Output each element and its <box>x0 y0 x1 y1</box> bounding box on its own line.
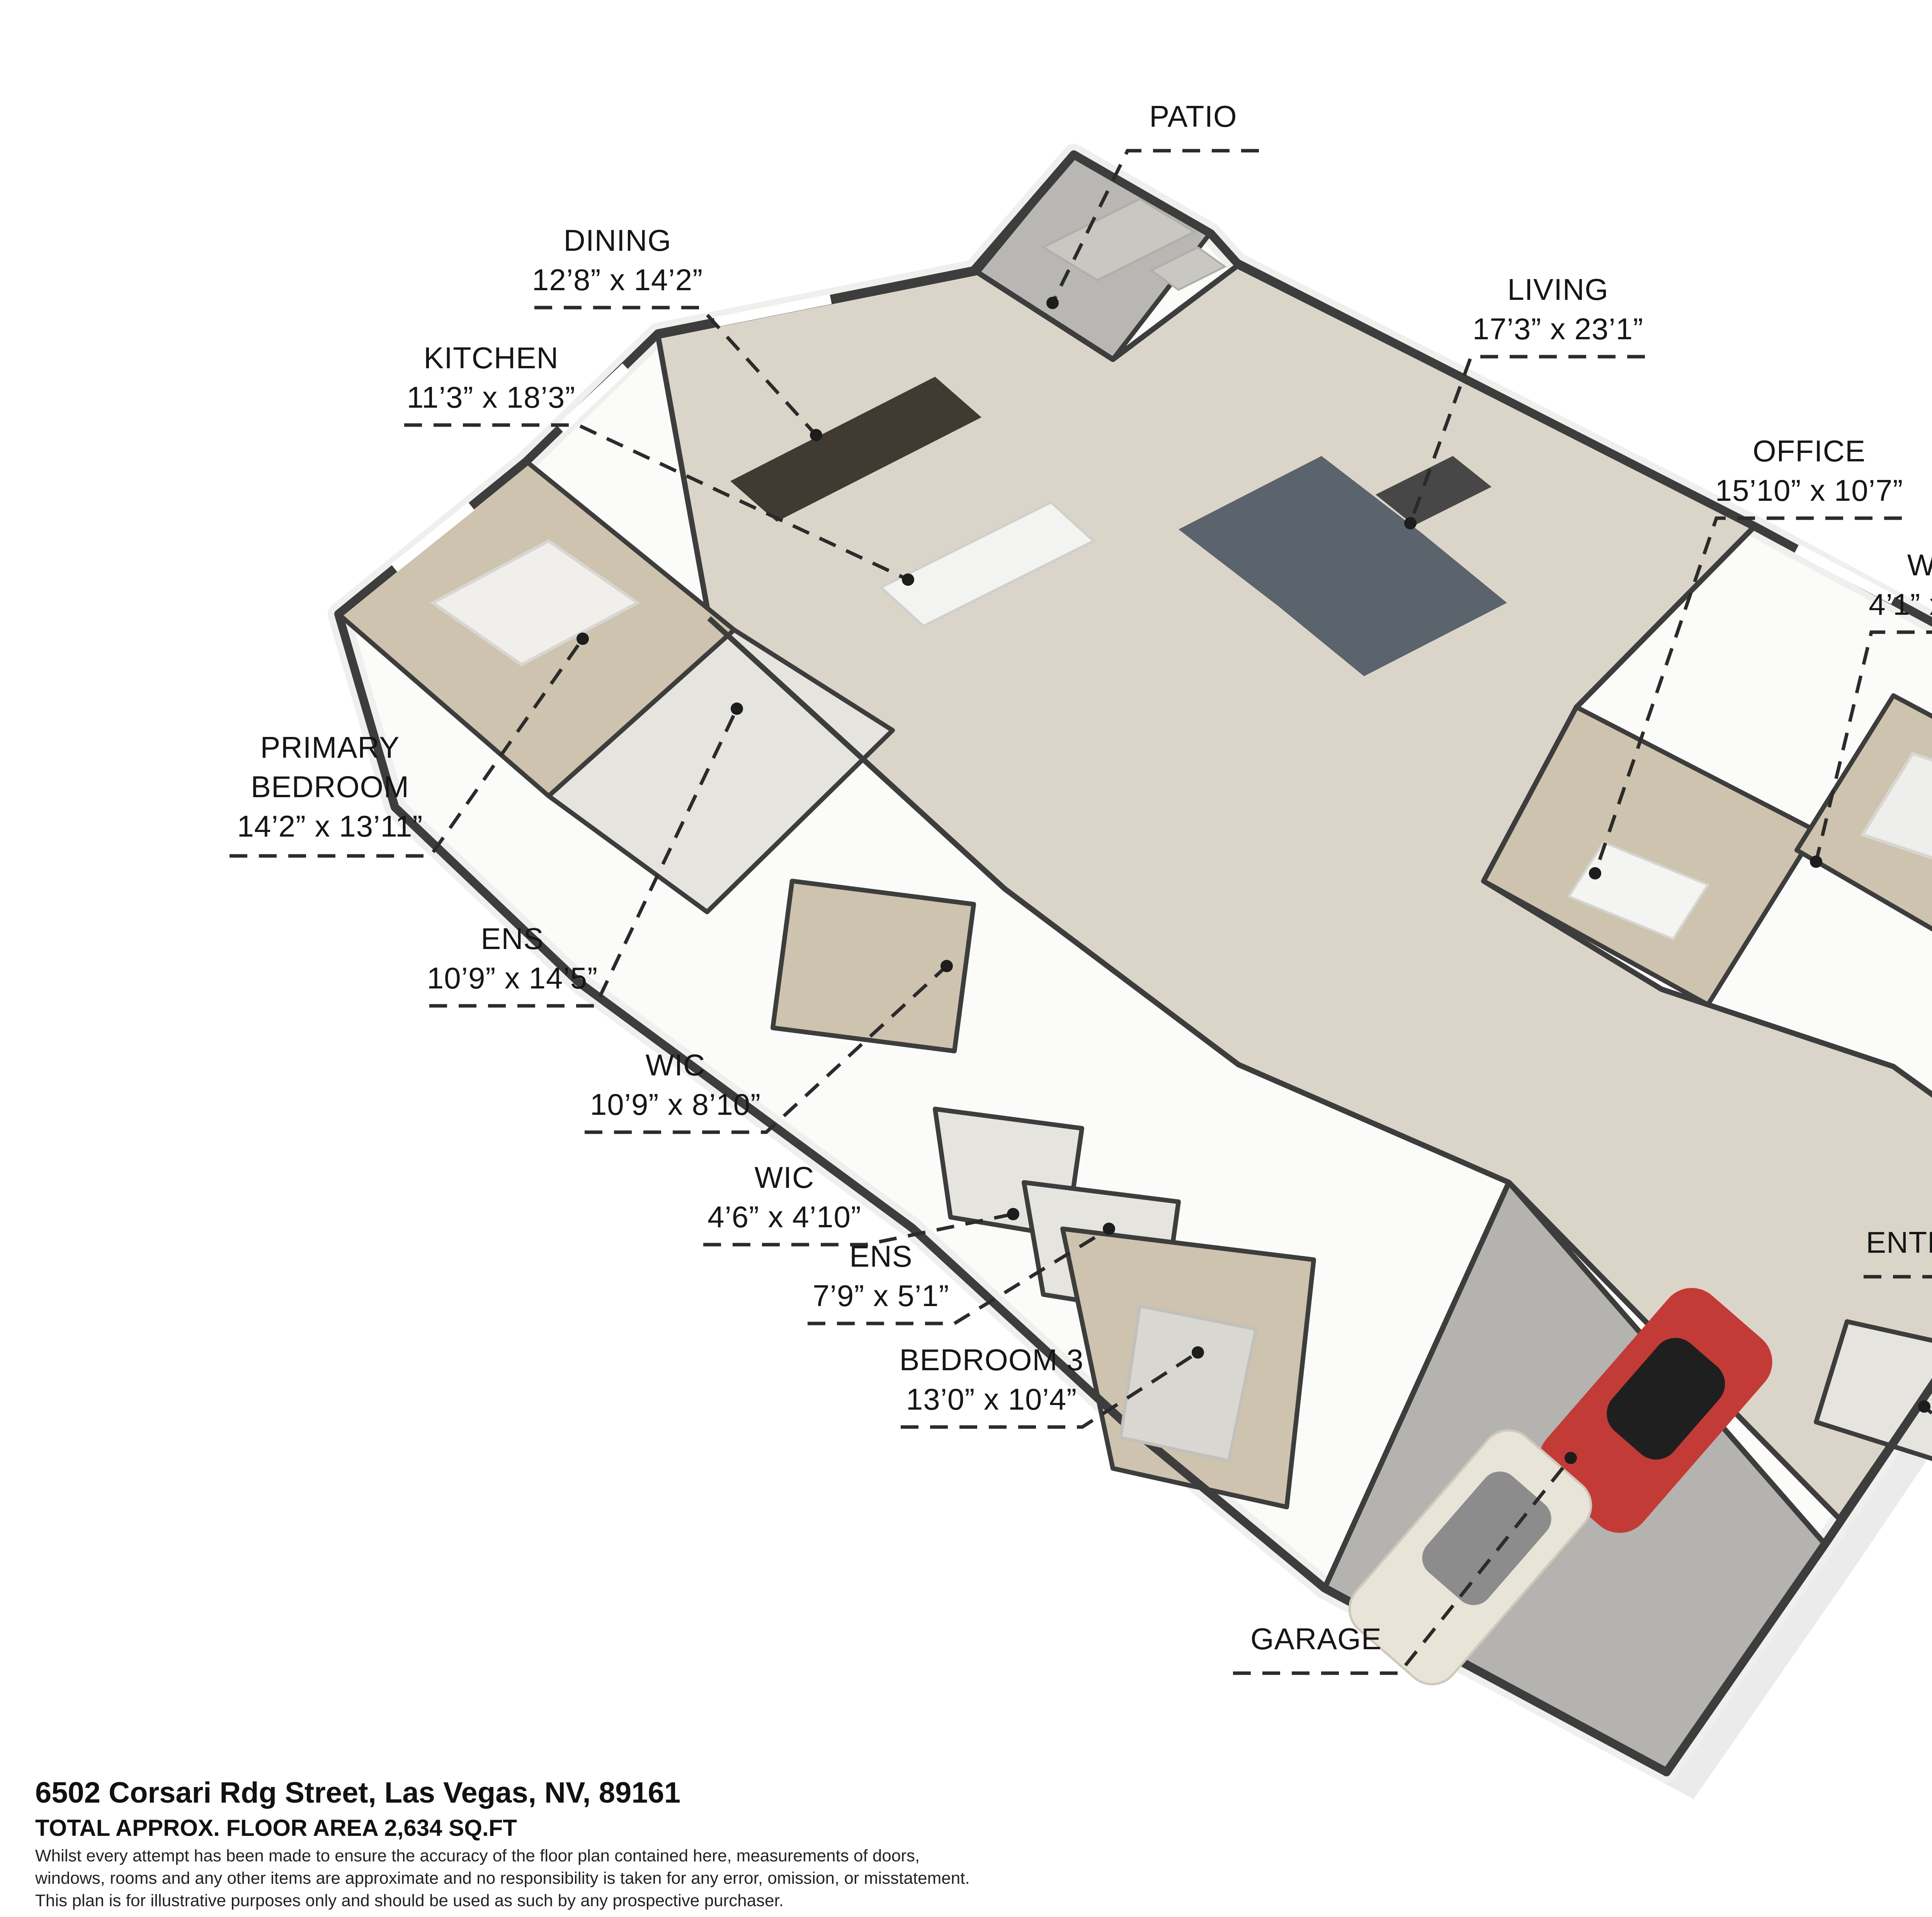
bedroom4-bed <box>1860 752 1932 860</box>
property-address: 6502 Corsari Rdg Street, Las Vegas, NV, … <box>35 1776 681 1809</box>
room-name: WIC <box>645 1048 706 1082</box>
bedroom4-floor <box>1794 693 1932 932</box>
room-label-office: OFFICE 15’10” x 10’7” <box>1715 431 1903 510</box>
room-label-garage: GARAGE <box>1250 1619 1382 1658</box>
window-kitchen <box>557 363 629 433</box>
room-dims: 14’2” x 13’11” <box>237 809 423 843</box>
patio-armchair <box>1150 246 1227 291</box>
room-label-ens-primary: ENS 10’9” x 14’5” <box>427 919 598 998</box>
patio-sofa <box>1041 198 1196 281</box>
room-dims: 13’0” x 10’4” <box>906 1382 1077 1416</box>
room-dims: 10’9” x 8’10” <box>590 1087 761 1121</box>
sectional-sofa-return <box>1279 533 1507 676</box>
footer-block: 6502 Corsari Rdg Street, Las Vegas, NV, … <box>35 1774 970 1912</box>
room-label-primary-bedroom: PRIMARY BEDROOM 14’2” x 13’11” <box>202 728 457 846</box>
hall-wall <box>707 616 1510 1185</box>
room-name: PRIMARY BEDROOM <box>250 730 410 804</box>
room-name: DINING <box>563 223 672 257</box>
leader-entry <box>1864 1275 1932 1279</box>
room-name: ENS <box>849 1239 913 1273</box>
room-name: OFFICE <box>1752 434 1866 468</box>
room-dims: 10’9” x 14’5” <box>427 961 598 995</box>
leader-primary <box>230 638 584 858</box>
room-dims: 17’3” x 23’1” <box>1472 312 1644 346</box>
disclaimer-line-2: windows, rooms and any other items are a… <box>35 1869 970 1888</box>
room-name: WIC <box>754 1160 815 1194</box>
primary-bed <box>430 539 641 667</box>
room-name: ENTRY <box>1866 1225 1932 1259</box>
outer-wall-cap <box>334 150 1932 1776</box>
room-label-dining: DINING 12’8” x 14’2” <box>532 221 703 299</box>
coffee-table <box>1376 456 1492 526</box>
room-name: ENS <box>481 922 544 956</box>
room-name: PATIO <box>1149 99 1237 133</box>
leader-dots <box>577 297 1930 1464</box>
room-dims: 15’10” x 10’7” <box>1715 473 1903 507</box>
leader-ens2 <box>808 1227 1110 1325</box>
sectional-sofa <box>1179 456 1422 607</box>
office-wall <box>1575 524 1757 709</box>
primary-ensuite-floor <box>546 628 895 914</box>
room-label-living: LIVING 17’3” x 23’1” <box>1473 270 1643 349</box>
kitchen-island <box>879 501 1096 628</box>
room-dims: 7’9” x 5’1” <box>813 1279 949 1313</box>
leader-wic-office <box>1814 630 1932 862</box>
leader-kitchen <box>404 423 909 582</box>
leader-dining <box>534 306 818 437</box>
room-dims: 4’1” x 5’8” <box>1869 587 1932 621</box>
disclaimer-line-1: Whilst every attempt has been made to en… <box>35 1846 920 1865</box>
leader-patio <box>1051 149 1259 304</box>
room-name: LIVING <box>1507 272 1609 306</box>
room-dims: 11’3” x 18’3” <box>406 380 576 414</box>
total-floor-area: TOTAL APPROX. FLOOR AREA 2,634 SQ.FT <box>35 1815 517 1841</box>
disclaimer-line-3: This plan is for illustrative purposes o… <box>35 1891 784 1910</box>
room-label-entry: ENTRY <box>1866 1223 1932 1262</box>
window-primary <box>391 502 475 572</box>
window-office <box>1794 544 1896 604</box>
cream-car <box>1348 1429 1592 1686</box>
leader-wic4 <box>703 1212 1014 1247</box>
leader-wic3 <box>585 964 948 1134</box>
office-desk <box>1567 841 1710 941</box>
dining-table <box>730 377 981 522</box>
room-label-ens2: ENS 7’9” x 5’1” <box>813 1237 949 1315</box>
room-label-wic-small: WIC 4’6” x 4’10” <box>707 1158 861 1237</box>
room-name: KITCHEN <box>423 341 559 375</box>
bedroom3-bed <box>1119 1304 1258 1463</box>
room-dims: 12’8” x 14’2” <box>532 263 703 297</box>
room-name: GARAGE <box>1250 1622 1382 1656</box>
room-label-wic-primary: WIC 10’9” x 8’10” <box>590 1045 761 1124</box>
leader-bedroom3 <box>901 1351 1199 1429</box>
room-dims: 4’6” x 4’10” <box>707 1200 861 1234</box>
leader-ens1 <box>429 708 739 1008</box>
wic-primary-floor <box>770 879 976 1053</box>
room-label-patio: PATIO <box>1149 97 1237 136</box>
window-dining <box>714 294 832 327</box>
room-label-bedroom3: BEDROOM 3 13’0” x 10’4” <box>899 1340 1083 1419</box>
office-floor <box>1481 705 1818 1007</box>
room-name: BEDROOM 3 <box>899 1343 1084 1377</box>
red-car <box>1539 1288 1772 1533</box>
room-label-wic-office: WIC 4’1” x 5’8” <box>1869 545 1932 624</box>
room-label-kitchen: KITCHEN 11’3” x 18’3” <box>407 338 575 417</box>
leader-lines <box>230 149 1932 1675</box>
room-name: WIC <box>1907 548 1932 582</box>
leader-office <box>1593 516 1902 874</box>
